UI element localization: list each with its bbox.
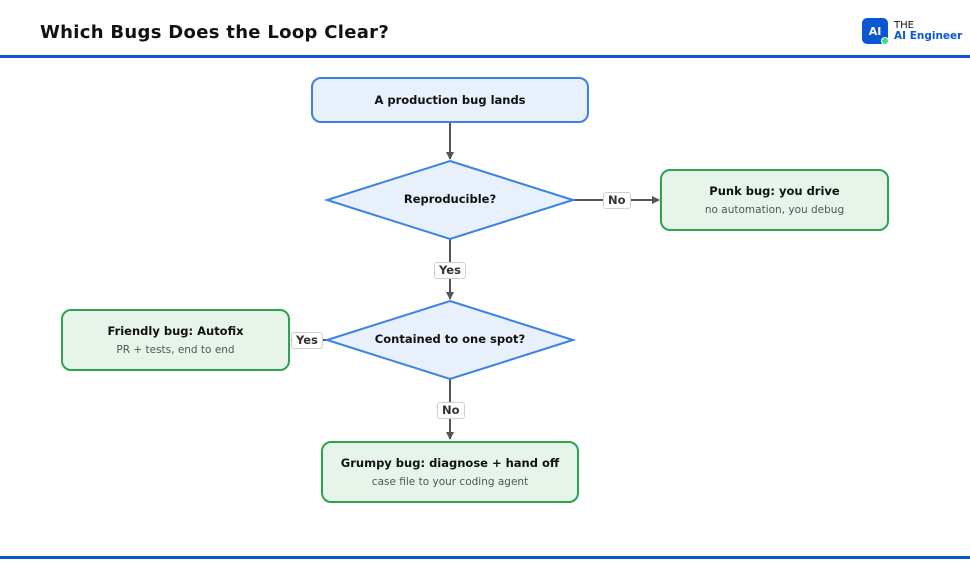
edge-label-contained-no: No (437, 402, 465, 419)
decision-reproducible-label: Reproducible? (403, 192, 497, 206)
logo-the-text: THE (894, 20, 914, 31)
outcome-grumpy-title: Grumpy bug: diagnose + hand off (340, 456, 560, 470)
outcome-punk-title: Punk bug: you drive (709, 184, 840, 198)
edge-label-reproducible-yes: Yes (434, 262, 466, 279)
outcome-friendly-subtitle: PR + tests, end to end (116, 344, 235, 356)
logo-name-text: AI Engineer (894, 30, 963, 42)
decision-contained-label: Contained to one spot? (374, 332, 526, 346)
outcome-grumpy-subtitle: case file to your coding agent (371, 476, 529, 488)
outcome-friendly-title: Friendly bug: Autofix (107, 324, 244, 338)
decision-contained-shape (323, 299, 577, 381)
footer-divider (0, 556, 970, 559)
outcome-punk-subtitle: no automation, you debug (704, 204, 845, 216)
outcome-friendly-node: Friendly bug: Autofix PR + tests, end to… (61, 309, 290, 371)
outcome-punk-node: Punk bug: you drive no automation, you d… (660, 169, 889, 231)
brand-logo: AI THE AI Engineer (862, 18, 962, 46)
outcome-grumpy-node: Grumpy bug: diagnose + hand off case fil… (321, 441, 579, 503)
start-node: A production bug lands (311, 77, 589, 123)
page-title: Which Bugs Does the Loop Clear? (40, 22, 390, 43)
edge-label-contained-yes: Yes (291, 332, 323, 349)
decision-reproducible-shape (323, 159, 577, 241)
logo-status-dot (881, 37, 889, 45)
header-divider (0, 55, 970, 58)
start-node-title: A production bug lands (374, 93, 526, 107)
edge-label-reproducible-no: No (603, 192, 631, 209)
